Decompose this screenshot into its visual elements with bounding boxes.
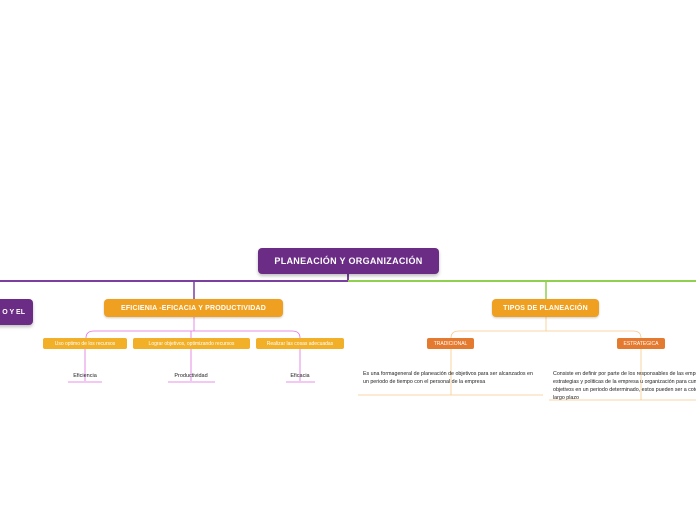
leaf-label: Eficacia <box>290 373 310 379</box>
branch-efficiency-label: EFICIENIA -EFICACIA Y PRODUCTIVIDAD <box>120 304 267 312</box>
root-label: PLANEACIÓN Y ORGANIZACIÓN <box>274 256 423 266</box>
sub-node-tradicional[interactable]: TRADICIONAL <box>427 338 474 349</box>
sub-node-label: ESTRATEGICA <box>623 340 659 347</box>
leaf-label: Eficiencia <box>73 373 97 379</box>
sub-node-label: Realizar las cosas adecuadas <box>266 340 334 347</box>
branch-tipos-node[interactable]: TIPOS DE PLANEACIÓN <box>492 299 599 317</box>
leaf-eficacia[interactable]: Eficacia <box>282 373 318 379</box>
sub-node-efficiency-2[interactable]: Lograr objetivos, optimizando recursos <box>133 338 250 349</box>
leaf-label: Productividad <box>174 373 208 379</box>
sub-node-label: Uso optimo de los recursos <box>54 340 116 347</box>
left-branch-label: O Y EL <box>2 308 25 316</box>
sub-node-label: TRADICIONAL <box>433 340 468 347</box>
root-node[interactable]: PLANEACIÓN Y ORGANIZACIÓN <box>258 248 439 274</box>
sub-node-label: Lograr objetivos, optimizando recursos <box>148 340 235 347</box>
description-wrapper: Consiste en definir por parte de los res… <box>553 370 696 400</box>
description-text: Consiste en definir por parte de los res… <box>553 371 696 400</box>
left-branch-node[interactable]: O Y EL <box>0 299 33 325</box>
description-tradicional[interactable]: Es una formageneral de planeación de obj… <box>363 370 533 386</box>
sub-node-efficiency-3[interactable]: Realizar las cosas adecuadas <box>256 338 344 349</box>
branch-tipos-label: TIPOS DE PLANEACIÓN <box>503 304 588 312</box>
leaf-eficiencia[interactable]: Eficiencia <box>64 373 106 379</box>
sub-node-estrategica[interactable]: ESTRATEGICA <box>617 338 665 349</box>
description-text: Es una formageneral de planeación de obj… <box>363 371 533 385</box>
sub-node-efficiency-1[interactable]: Uso optimo de los recursos <box>43 338 127 349</box>
leaf-productividad[interactable]: Productividad <box>166 373 216 379</box>
description-estrategica[interactable]: Consiste en definir por parte de los res… <box>553 370 696 400</box>
branch-efficiency-node[interactable]: EFICIENIA -EFICACIA Y PRODUCTIVIDAD <box>104 299 283 317</box>
